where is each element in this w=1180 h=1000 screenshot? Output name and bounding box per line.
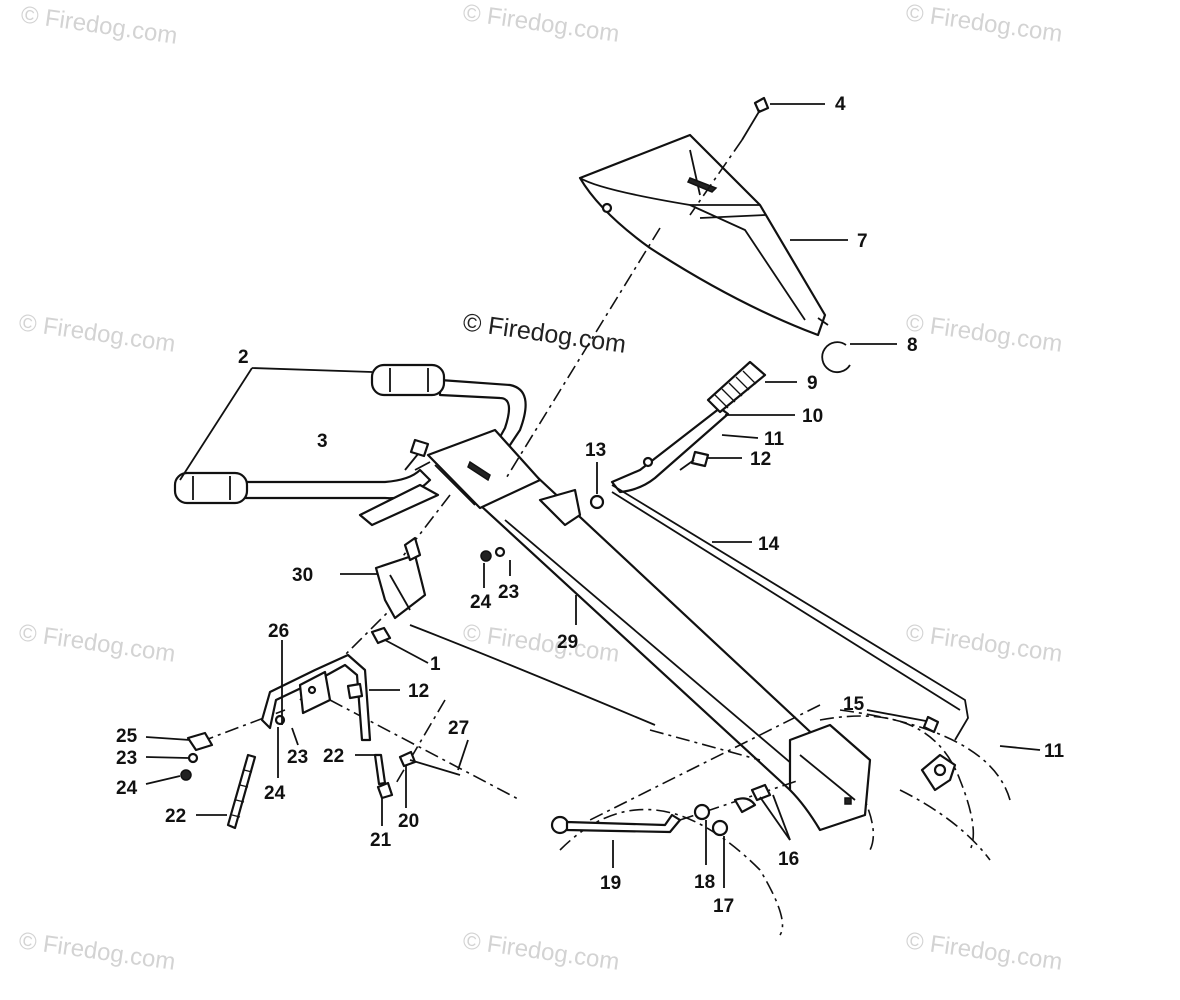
callout-3: 3 bbox=[317, 431, 328, 452]
callout-23: 23 bbox=[116, 748, 137, 769]
nut-24 bbox=[180, 769, 192, 781]
callout-25: 25 bbox=[116, 726, 138, 747]
grip-lower bbox=[173, 471, 249, 505]
grip-upper bbox=[370, 363, 446, 397]
control-cable bbox=[409, 624, 656, 726]
callout-12: 12 bbox=[750, 449, 771, 470]
watermark: © Firedog.com bbox=[904, 309, 1064, 358]
clip-ring-8 bbox=[821, 341, 851, 374]
callout-24: 24 bbox=[116, 778, 138, 799]
lever-19 bbox=[550, 813, 682, 835]
callout-16: 16 bbox=[778, 849, 799, 870]
clip-16 bbox=[733, 797, 757, 814]
bolt-3 bbox=[404, 438, 430, 471]
callout-18: 18 bbox=[694, 872, 715, 893]
bracket-30 bbox=[374, 536, 427, 620]
callout-labels: 1 2 3 4 7 8 9 10 11 11 12 12 13 14 15 16… bbox=[116, 94, 1065, 917]
callout-10: 10 bbox=[802, 406, 823, 427]
watermark: © Firedog.com bbox=[17, 619, 177, 668]
bolt-12-upper bbox=[679, 450, 710, 471]
callout-11: 11 bbox=[764, 429, 785, 450]
callout-17: 17 bbox=[713, 896, 734, 917]
callout-22: 22 bbox=[165, 806, 186, 827]
assembly-line bbox=[504, 227, 661, 481]
callout-8: 8 bbox=[907, 335, 918, 356]
assembly-line bbox=[394, 699, 446, 786]
spring-22-upper bbox=[373, 753, 387, 786]
callout-19: 19 bbox=[600, 873, 621, 894]
watermark: © Firedog.com bbox=[17, 927, 177, 976]
callout-15: 15 bbox=[843, 694, 865, 715]
callout-9: 9 bbox=[807, 373, 818, 394]
callout-20: 20 bbox=[398, 811, 419, 832]
nut-13 bbox=[589, 494, 605, 510]
watermark-center: © Firedog.com bbox=[461, 308, 628, 359]
cable-27 bbox=[409, 759, 461, 776]
shift-rod bbox=[611, 484, 969, 741]
washer-17 bbox=[711, 819, 729, 837]
callout-1: 1 bbox=[430, 654, 441, 675]
spring-22-lower bbox=[226, 753, 257, 830]
leader-lines bbox=[145, 103, 1041, 888]
callout-22: 22 bbox=[323, 746, 344, 767]
clip-20 bbox=[398, 750, 417, 768]
washer-23 bbox=[187, 752, 199, 764]
shift-lever bbox=[610, 360, 767, 494]
shift-fork bbox=[920, 753, 957, 792]
clip-16 bbox=[750, 783, 772, 802]
watermark: © Firedog.com bbox=[904, 927, 1064, 976]
callout-23: 23 bbox=[498, 582, 519, 603]
watermark: © Firedog.com bbox=[904, 0, 1064, 48]
watermark: © Firedog.com bbox=[461, 619, 621, 668]
bail-lever-26 bbox=[260, 653, 372, 742]
callout-24: 24 bbox=[470, 592, 492, 613]
callout-4: 4 bbox=[835, 94, 846, 115]
callout-21: 21 bbox=[370, 830, 392, 851]
callout-7: 7 bbox=[857, 231, 868, 252]
clip-25 bbox=[186, 731, 214, 752]
assembly-line bbox=[329, 699, 521, 801]
washer-23 bbox=[494, 546, 506, 558]
assembly-line bbox=[649, 729, 761, 761]
callout-2: 2 bbox=[238, 347, 249, 368]
bolt-12-lower bbox=[346, 682, 364, 700]
callout-11: 11 bbox=[1044, 741, 1065, 762]
nut-24 bbox=[480, 550, 492, 562]
handle-tube bbox=[426, 428, 872, 832]
assembly-line bbox=[569, 704, 821, 831]
watermark: © Firedog.com bbox=[904, 619, 1064, 668]
callout-26: 26 bbox=[268, 621, 289, 642]
washer-18 bbox=[693, 803, 711, 821]
callout-12: 12 bbox=[408, 681, 429, 702]
callout-13: 13 bbox=[585, 440, 606, 461]
handlebar bbox=[243, 378, 527, 527]
callout-24: 24 bbox=[264, 783, 286, 804]
watermark: © Firedog.com bbox=[461, 927, 621, 976]
watermark: © Firedog.com bbox=[461, 0, 621, 48]
callout-27: 27 bbox=[448, 718, 469, 739]
clip-21 bbox=[376, 781, 394, 800]
callout-14: 14 bbox=[758, 534, 780, 555]
watermark: © Firedog.com bbox=[17, 309, 177, 358]
screw-4 bbox=[689, 96, 770, 216]
bolt-15 bbox=[922, 715, 940, 734]
callout-30: 30 bbox=[292, 565, 313, 586]
callout-23: 23 bbox=[287, 747, 308, 768]
assembly-line bbox=[399, 494, 451, 561]
shield-cover bbox=[578, 133, 829, 337]
callout-29: 29 bbox=[557, 632, 578, 653]
watermark: © Firedog.com bbox=[19, 1, 179, 50]
